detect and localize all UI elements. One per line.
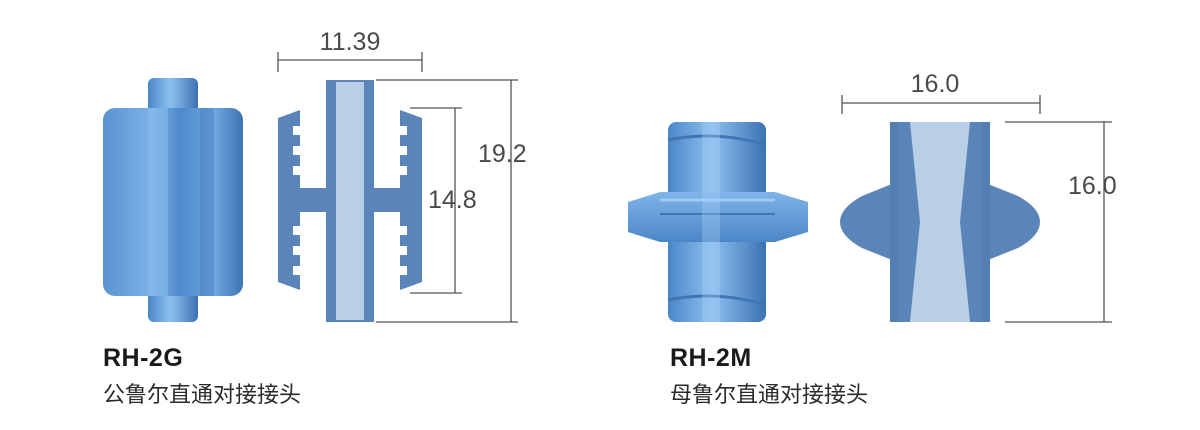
rh-2g-cross-section (278, 80, 422, 322)
rh-2g-inner-height-value: 14.8 (428, 186, 477, 214)
rh-2g-3d-view (103, 78, 243, 322)
rh-2m-width-value: 16.0 (911, 70, 960, 98)
rh-2g-dimension-inner-height: 14.8 (410, 107, 477, 294)
rh-2m-dimension-width: 16.0 (841, 70, 1041, 114)
rh-2m-model-label: RH-2M (670, 344, 752, 372)
rh-2g-product-name: 公鲁尔直通对接接头 (103, 383, 302, 408)
rh-2m-3d-view (628, 122, 808, 322)
rh-2m-cross-section (840, 122, 1040, 322)
rh-2m-dimension-height: 16.0 (1005, 121, 1117, 323)
rh-2g-dimension-total-height: 19.2 (376, 79, 527, 323)
rh-2g-width-value: 11.39 (320, 28, 381, 56)
rh-2m-height-value: 16.0 (1068, 172, 1117, 200)
rh-2g-dimension-width: 11.39 (277, 28, 423, 72)
rh-2g-model-label: RH-2G (103, 344, 184, 372)
rh-2g-total-height-value: 19.2 (478, 140, 527, 168)
rh-2m-product-name: 母鲁尔直通对接接头 (670, 383, 869, 408)
